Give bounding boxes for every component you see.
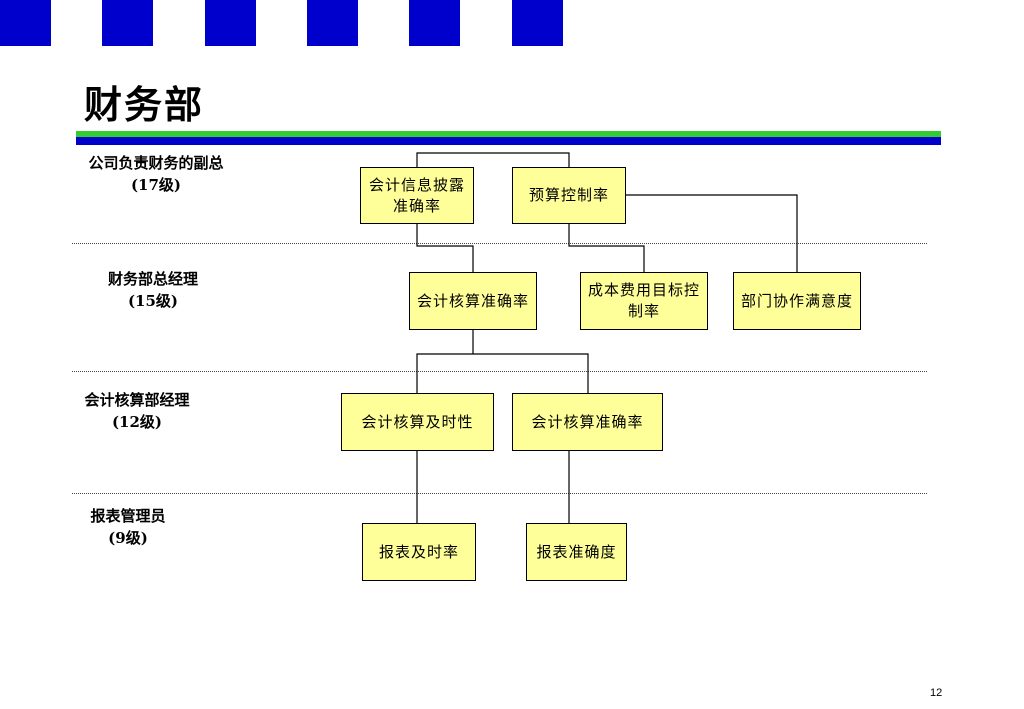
title-underline-green (76, 131, 941, 137)
connector (416, 353, 589, 393)
level-separator (72, 493, 927, 494)
header-square (512, 0, 563, 46)
level-role: 会计核算部经理 (84, 391, 190, 409)
level-separator (72, 243, 927, 244)
level-label: 公司负责财务的副总 (17级) (70, 152, 242, 196)
level-grade: (12级) (111, 413, 163, 431)
level-label: 财务部总经理 (15级) (70, 268, 236, 312)
connector (416, 224, 474, 272)
level-grade: (9级) (108, 529, 148, 547)
title-underline-blue (76, 137, 941, 145)
header-square (307, 0, 358, 46)
kpi-box-budget-control: 预算控制率 (512, 167, 626, 224)
page-title: 财务部 (84, 82, 205, 127)
level-label: 会计核算部经理 (12级) (70, 389, 204, 433)
kpi-box-cost-control: 成本费用目标控制率 (580, 272, 708, 330)
level-role: 报表管理员 (90, 507, 166, 525)
header-square (205, 0, 256, 46)
level-role: 公司负责财务的副总 (88, 154, 224, 172)
header-square (0, 0, 51, 46)
kpi-box-accounting-accuracy: 会计核算准确率 (409, 272, 537, 330)
kpi-box-report-timeliness: 报表及时率 (362, 523, 476, 581)
header-square (102, 0, 153, 46)
level-separator (72, 371, 927, 372)
kpi-box-dept-collaboration: 部门协作满意度 (733, 272, 861, 330)
header-square (409, 0, 460, 46)
level-grade: (17级) (130, 176, 182, 194)
connector (626, 194, 798, 272)
page-number: 12 (930, 687, 943, 699)
level-role: 财务部总经理 (107, 270, 198, 288)
connector (416, 152, 570, 167)
kpi-box-report-accuracy: 报表准确度 (526, 523, 627, 581)
kpi-box-disclosure-accuracy: 会计信息披露准确率 (360, 167, 474, 224)
kpi-box-accounting-timeliness: 会计核算及时性 (341, 393, 494, 451)
level-label: 报表管理员 (9级) (70, 505, 186, 549)
kpi-box-accounting-accuracy-2: 会计核算准确率 (512, 393, 663, 451)
level-grade: (15级) (127, 292, 179, 310)
connector (568, 224, 645, 272)
